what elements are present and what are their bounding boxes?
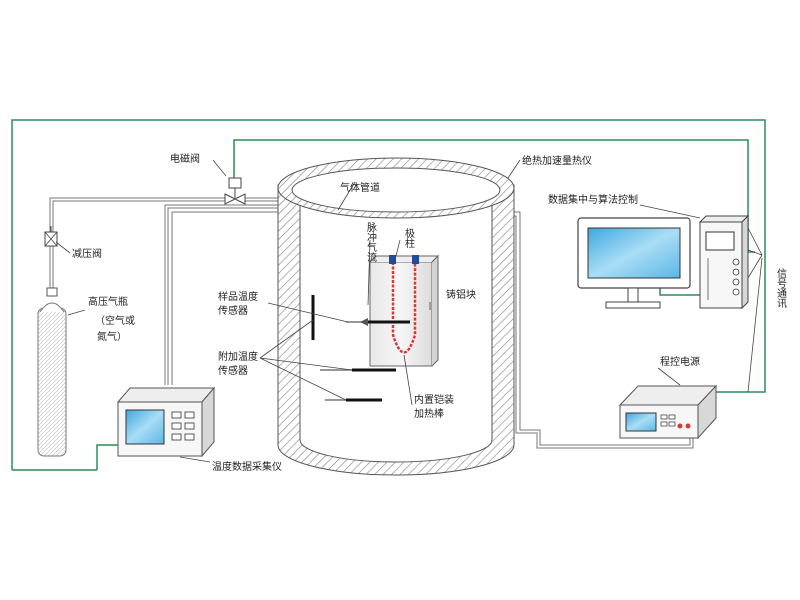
cast-aluminum-block — [369, 254, 440, 367]
temperature-probes — [311, 295, 410, 402]
programmable-power-supply — [618, 384, 718, 440]
label-sample-sensor-2: 传感器 — [218, 304, 248, 317]
label-cylinder-gas-2: 氮气） — [97, 330, 127, 343]
solenoid-valve — [224, 177, 246, 205]
control-computer — [577, 214, 750, 310]
label-temp-acquisition: 温度数据采集仪 — [212, 460, 282, 473]
label-gas-pipe: 气体管道 — [340, 181, 380, 194]
pressure-reducer-valve — [44, 226, 58, 247]
label-extra-sensor-2: 传感器 — [218, 364, 248, 377]
label-cylinder-gas: （空气或 — [95, 314, 135, 327]
label-data-control: 数据集中与算法控制 — [548, 193, 638, 206]
label-cylinder: 高压气瓶 — [88, 295, 128, 308]
diagram-labels: 电磁阀 绝热加速量热仪 气体管道 数据集中与算法控制 减压阀 脉冲气流 极柱 高… — [72, 152, 787, 473]
label-cast-block: 铸铝块 — [446, 288, 476, 301]
label-signal-comm: 信号通讯 — [775, 268, 787, 309]
label-electrode: 极柱 — [403, 227, 415, 249]
temp-data-acquisition — [116, 386, 216, 458]
label-sample-sensor-1: 样品温度 — [218, 290, 258, 303]
label-extra-sensor-1: 附加温度 — [218, 350, 258, 363]
label-pulse-gas: 脉冲气流 — [365, 221, 377, 263]
label-power-supply: 程控电源 — [660, 355, 700, 368]
label-heater-2: 加热棒 — [414, 407, 444, 420]
label-solenoid-valve: 电磁阀 — [170, 152, 200, 165]
gas-cylinder — [37, 287, 67, 457]
label-pressure-reducer: 减压阀 — [72, 247, 102, 260]
leader-lines — [55, 159, 763, 463]
label-calorimeter: 绝热加速量热仪 — [522, 154, 592, 167]
signal-wiring — [11, 119, 766, 471]
label-heater-1: 内置铠装 — [414, 393, 454, 406]
